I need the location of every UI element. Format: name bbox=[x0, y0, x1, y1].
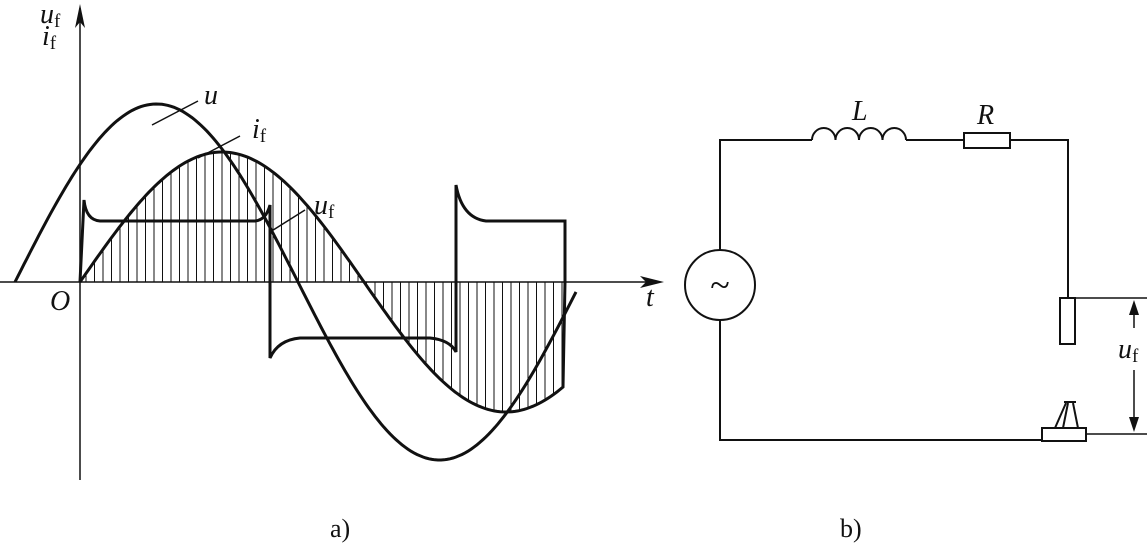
curve-uf-label: uf bbox=[314, 190, 335, 223]
voltage-label: uf bbox=[1118, 334, 1139, 367]
inductor-L bbox=[811, 127, 907, 141]
caption-a: a) bbox=[330, 514, 350, 543]
circuit-wire bbox=[719, 139, 812, 250]
origin-label: O bbox=[50, 286, 70, 317]
y-axis-label-uf: uf bbox=[40, 0, 61, 32]
y-axis-label-if: if bbox=[42, 21, 57, 54]
y-axis-arrow bbox=[75, 4, 85, 28]
inductor-label: L bbox=[851, 96, 868, 127]
resistor-R bbox=[963, 132, 1011, 149]
caption-b: b) bbox=[840, 514, 862, 543]
curve-uf-leader bbox=[269, 209, 306, 233]
panel-a-waveforms: uf if t O u if uf a) bbox=[0, 0, 664, 543]
electrode-rod bbox=[1059, 297, 1076, 345]
curve-u bbox=[13, 102, 578, 462]
arc-symbol bbox=[1054, 402, 1079, 429]
curve-if-label: if bbox=[252, 114, 267, 147]
curve-u-label: u bbox=[204, 80, 218, 111]
x-axis-label: t bbox=[646, 282, 655, 313]
resistor-label: R bbox=[976, 100, 994, 131]
measure-arrow-down bbox=[1129, 417, 1139, 432]
circuit-wire bbox=[1010, 139, 1069, 298]
measure-arrow-up bbox=[1129, 300, 1139, 315]
panel-b-circuit: ~ L R uf b) bbox=[684, 96, 1147, 543]
circuit-wire bbox=[719, 320, 1042, 441]
ac-source bbox=[684, 249, 756, 321]
x-axis-arrow bbox=[640, 276, 664, 288]
curve-if bbox=[78, 150, 567, 414]
ac-source-symbol: ~ bbox=[710, 265, 729, 305]
curve-u-leader bbox=[151, 100, 199, 126]
curve-uf bbox=[78, 184, 567, 359]
curve-if-leader bbox=[197, 135, 241, 159]
workpiece bbox=[1041, 427, 1087, 442]
